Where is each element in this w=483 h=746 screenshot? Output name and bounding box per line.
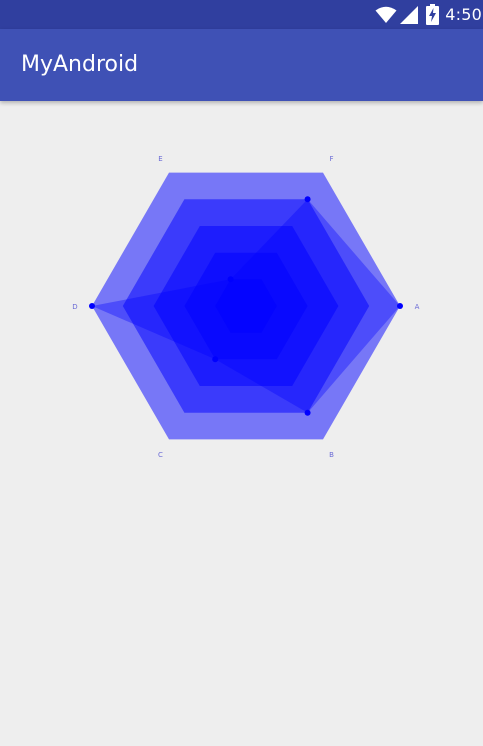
axis-label-f: F bbox=[329, 155, 333, 163]
radar-series-area-0 bbox=[92, 199, 400, 413]
radar-point-e bbox=[227, 276, 234, 283]
radar-point-a bbox=[397, 303, 403, 309]
radar-ring-1 bbox=[215, 279, 277, 333]
app-title: MyAndroid bbox=[21, 52, 139, 77]
axis-label-b: B bbox=[329, 451, 334, 459]
cell-signal-icon bbox=[400, 5, 419, 24]
radar-point-f bbox=[304, 196, 311, 203]
radar-point-c bbox=[212, 356, 219, 363]
wifi-icon bbox=[375, 6, 397, 24]
radar-point-d bbox=[89, 303, 95, 309]
clock: 4:50 bbox=[445, 5, 482, 24]
radar-chart: A B C D E F bbox=[72, 155, 420, 459]
status-icons: 4:50 bbox=[375, 0, 483, 29]
content-area: A B C D E F bbox=[0, 101, 483, 746]
axis-label-c: C bbox=[158, 451, 163, 459]
status-bar: 4:50 bbox=[0, 0, 483, 29]
axis-label-e: E bbox=[158, 155, 162, 163]
axis-label-d: D bbox=[72, 303, 77, 311]
radar-point-b bbox=[304, 409, 311, 416]
axis-label-a: A bbox=[415, 303, 420, 311]
battery-charging-icon bbox=[426, 4, 440, 25]
app-bar: MyAndroid bbox=[0, 29, 483, 101]
